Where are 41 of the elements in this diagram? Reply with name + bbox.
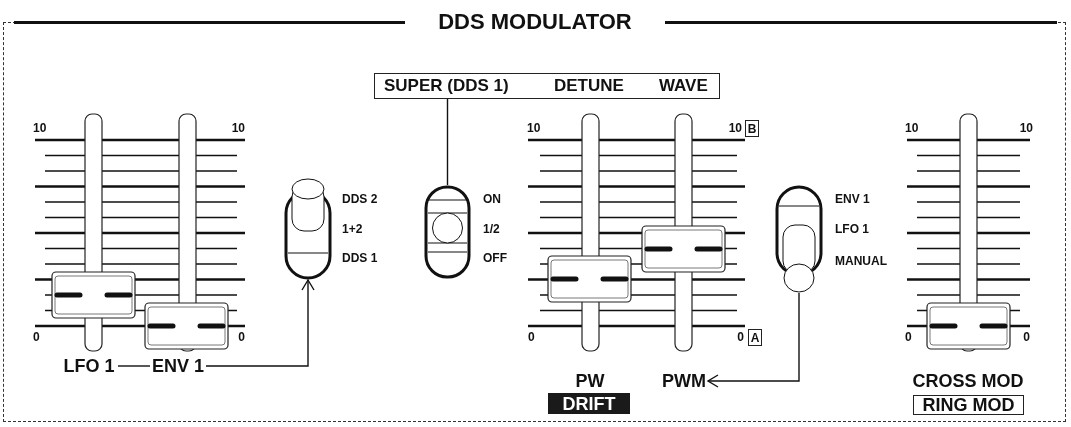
scale-label: 0 — [736, 329, 744, 345]
connector-line — [117, 365, 151, 367]
toggle-switch — [424, 185, 471, 279]
scale-label: 10 — [527, 120, 542, 136]
scale-label: 10 — [230, 120, 245, 136]
inverted-label: DRIFT — [548, 393, 630, 414]
scale-label: MANUAL — [835, 253, 888, 269]
scale-label: 10 — [33, 120, 48, 136]
fader-label: PW — [574, 370, 606, 392]
toggle-switch — [284, 177, 332, 280]
scale-label: 10 — [727, 120, 742, 136]
scale-label: 0 — [1022, 329, 1030, 345]
connector-line — [446, 98, 449, 186]
boxed-letter: B — [745, 120, 759, 137]
scale-label: 0 — [905, 329, 913, 345]
boxed-label: RING MOD — [913, 395, 1024, 415]
connector-line — [707, 292, 800, 388]
source-label: LFO 1 — [60, 356, 118, 376]
fader-label: CROSS MOD — [911, 370, 1025, 392]
source-label: ENV 1 — [150, 356, 206, 376]
source-label: PWM — [660, 371, 708, 391]
connector-line — [205, 279, 315, 367]
scale-label: 10 — [905, 120, 920, 136]
scale-label: LFO 1 — [835, 221, 870, 237]
toggle-switch — [775, 185, 823, 293]
parameter-label: SUPER (DDS 1) — [384, 75, 509, 97]
scale-label: 10 — [1018, 120, 1033, 136]
label-frame — [374, 73, 720, 99]
scale-label: ON — [483, 191, 502, 207]
boxed-letter: A — [748, 329, 762, 346]
scale-label: ENV 1 — [835, 191, 871, 207]
scale-label: 0 — [528, 329, 536, 345]
scale-label: 1+2 — [342, 221, 364, 237]
scale-label: OFF — [483, 250, 508, 266]
scale-label: DDS 1 — [342, 250, 379, 266]
scale-label: DDS 2 — [342, 191, 379, 207]
scale-label: 0 — [237, 329, 245, 345]
parameter-label: WAVE — [659, 75, 708, 97]
parameter-label: DETUNE — [554, 75, 624, 97]
scale-label: 0 — [33, 329, 41, 345]
scale-label: 1/2 — [483, 221, 501, 237]
